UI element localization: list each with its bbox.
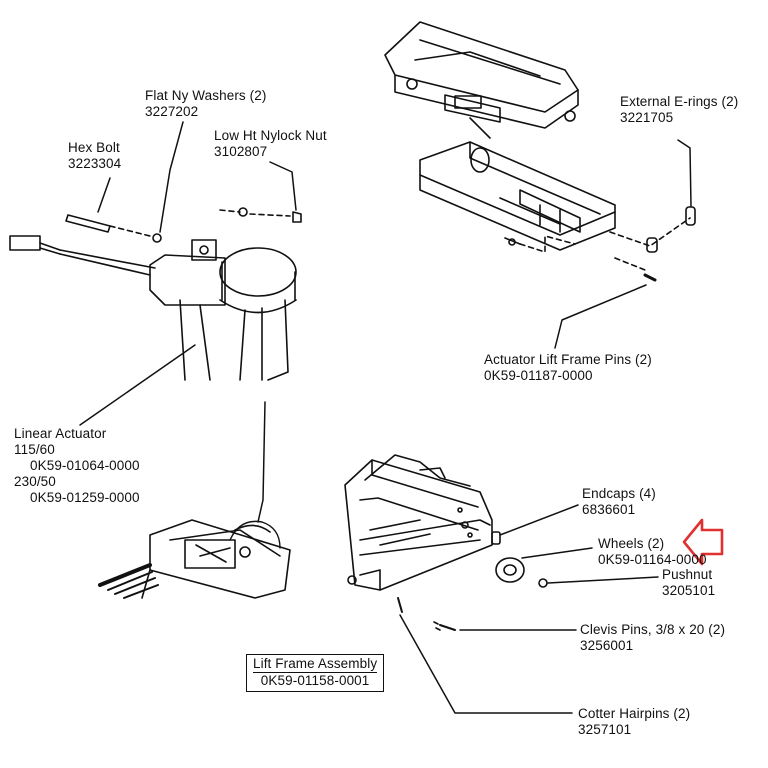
lift-frame-assembly-label: Lift Frame Assembly 0K59-01158-0001 xyxy=(246,654,385,692)
lift-pins-label: Actuator Lift Frame Pins (2) 0K59-01187-… xyxy=(484,352,652,384)
wheels-pn: 0K59-01164-0000 xyxy=(598,552,707,567)
lift-pins-pn: 0K59-01187-0000 xyxy=(484,368,593,383)
clevis-pins-label: Clevis Pins, 3/8 x 20 (2) 3256001 xyxy=(580,622,725,654)
highlight-arrow-icon xyxy=(682,518,724,566)
e-rings-name: External E-rings (2) xyxy=(620,94,739,109)
flat-washers-label: Flat Ny Washers (2) 3227202 xyxy=(145,88,266,120)
e-rings-pn: 3221705 xyxy=(620,110,674,125)
pushnut-label: Pushnut 3205101 xyxy=(662,567,715,599)
clevis-pins-pn: 3256001 xyxy=(580,638,634,653)
lift-frame-assembly-illustration xyxy=(344,454,548,631)
hex-bolt-pn: 3223304 xyxy=(68,156,122,171)
endcaps-name: Endcaps (4) xyxy=(582,486,656,501)
flat-washers-pn: 3227202 xyxy=(145,104,199,119)
wheels-name: Wheels (2) xyxy=(598,536,665,551)
pushnut-name: Pushnut xyxy=(662,567,713,582)
hairpins-label: Cotter Hairpins (2) 3257101 xyxy=(578,706,690,738)
linear-actuator-v2: 230/50 xyxy=(14,474,56,489)
flat-washers-name: Flat Ny Washers (2) xyxy=(145,88,267,103)
endcaps-pn: 6836601 xyxy=(582,502,636,517)
hex-bolt-name: Hex Bolt xyxy=(68,140,120,155)
lift-frame-pn: 0K59-01158-0001 xyxy=(253,672,378,689)
hairpins-name: Cotter Hairpins (2) xyxy=(578,706,691,721)
nylock-nut-name: Low Ht Nylock Nut xyxy=(214,128,327,143)
linear-actuator-illustration xyxy=(9,207,302,381)
leader-lines xyxy=(79,121,692,714)
linear-actuator-pn2: 0K59-01259-0000 xyxy=(30,490,140,505)
hex-bolt-label: Hex Bolt 3223304 xyxy=(68,140,121,172)
hairpins-pn: 3257101 xyxy=(578,722,632,737)
nylock-nut-label: Low Ht Nylock Nut 3102807 xyxy=(214,128,327,160)
lift-frame-detail-illustration xyxy=(98,519,291,599)
endcaps-label: Endcaps (4) 6836601 xyxy=(582,486,656,518)
lift-pins-name: Actuator Lift Frame Pins (2) xyxy=(484,352,652,367)
e-ring-parts xyxy=(643,206,696,282)
clevis-pins-name: Clevis Pins, 3/8 x 20 (2) xyxy=(580,622,726,637)
linear-actuator-v1: 115/60 xyxy=(14,442,55,457)
linear-actuator-name: Linear Actuator xyxy=(14,426,107,441)
wheels-label: Wheels (2) 0K59-01164-0000 xyxy=(598,536,707,568)
pushnut-pn: 3205101 xyxy=(662,583,716,598)
deck-frame-top-illustration xyxy=(384,21,616,251)
detail-callout-arc xyxy=(229,520,281,549)
lift-frame-name: Lift Frame Assembly xyxy=(253,656,378,671)
linear-actuator-pn1: 0K59-01064-0000 xyxy=(30,458,140,473)
pin-dash-lines xyxy=(519,217,691,271)
linear-actuator-label: Linear Actuator 115/60 0K59-01064-0000 2… xyxy=(14,426,140,506)
e-rings-label: External E-rings (2) 3221705 xyxy=(620,94,738,126)
nylock-nut-pn: 3102807 xyxy=(214,144,268,159)
